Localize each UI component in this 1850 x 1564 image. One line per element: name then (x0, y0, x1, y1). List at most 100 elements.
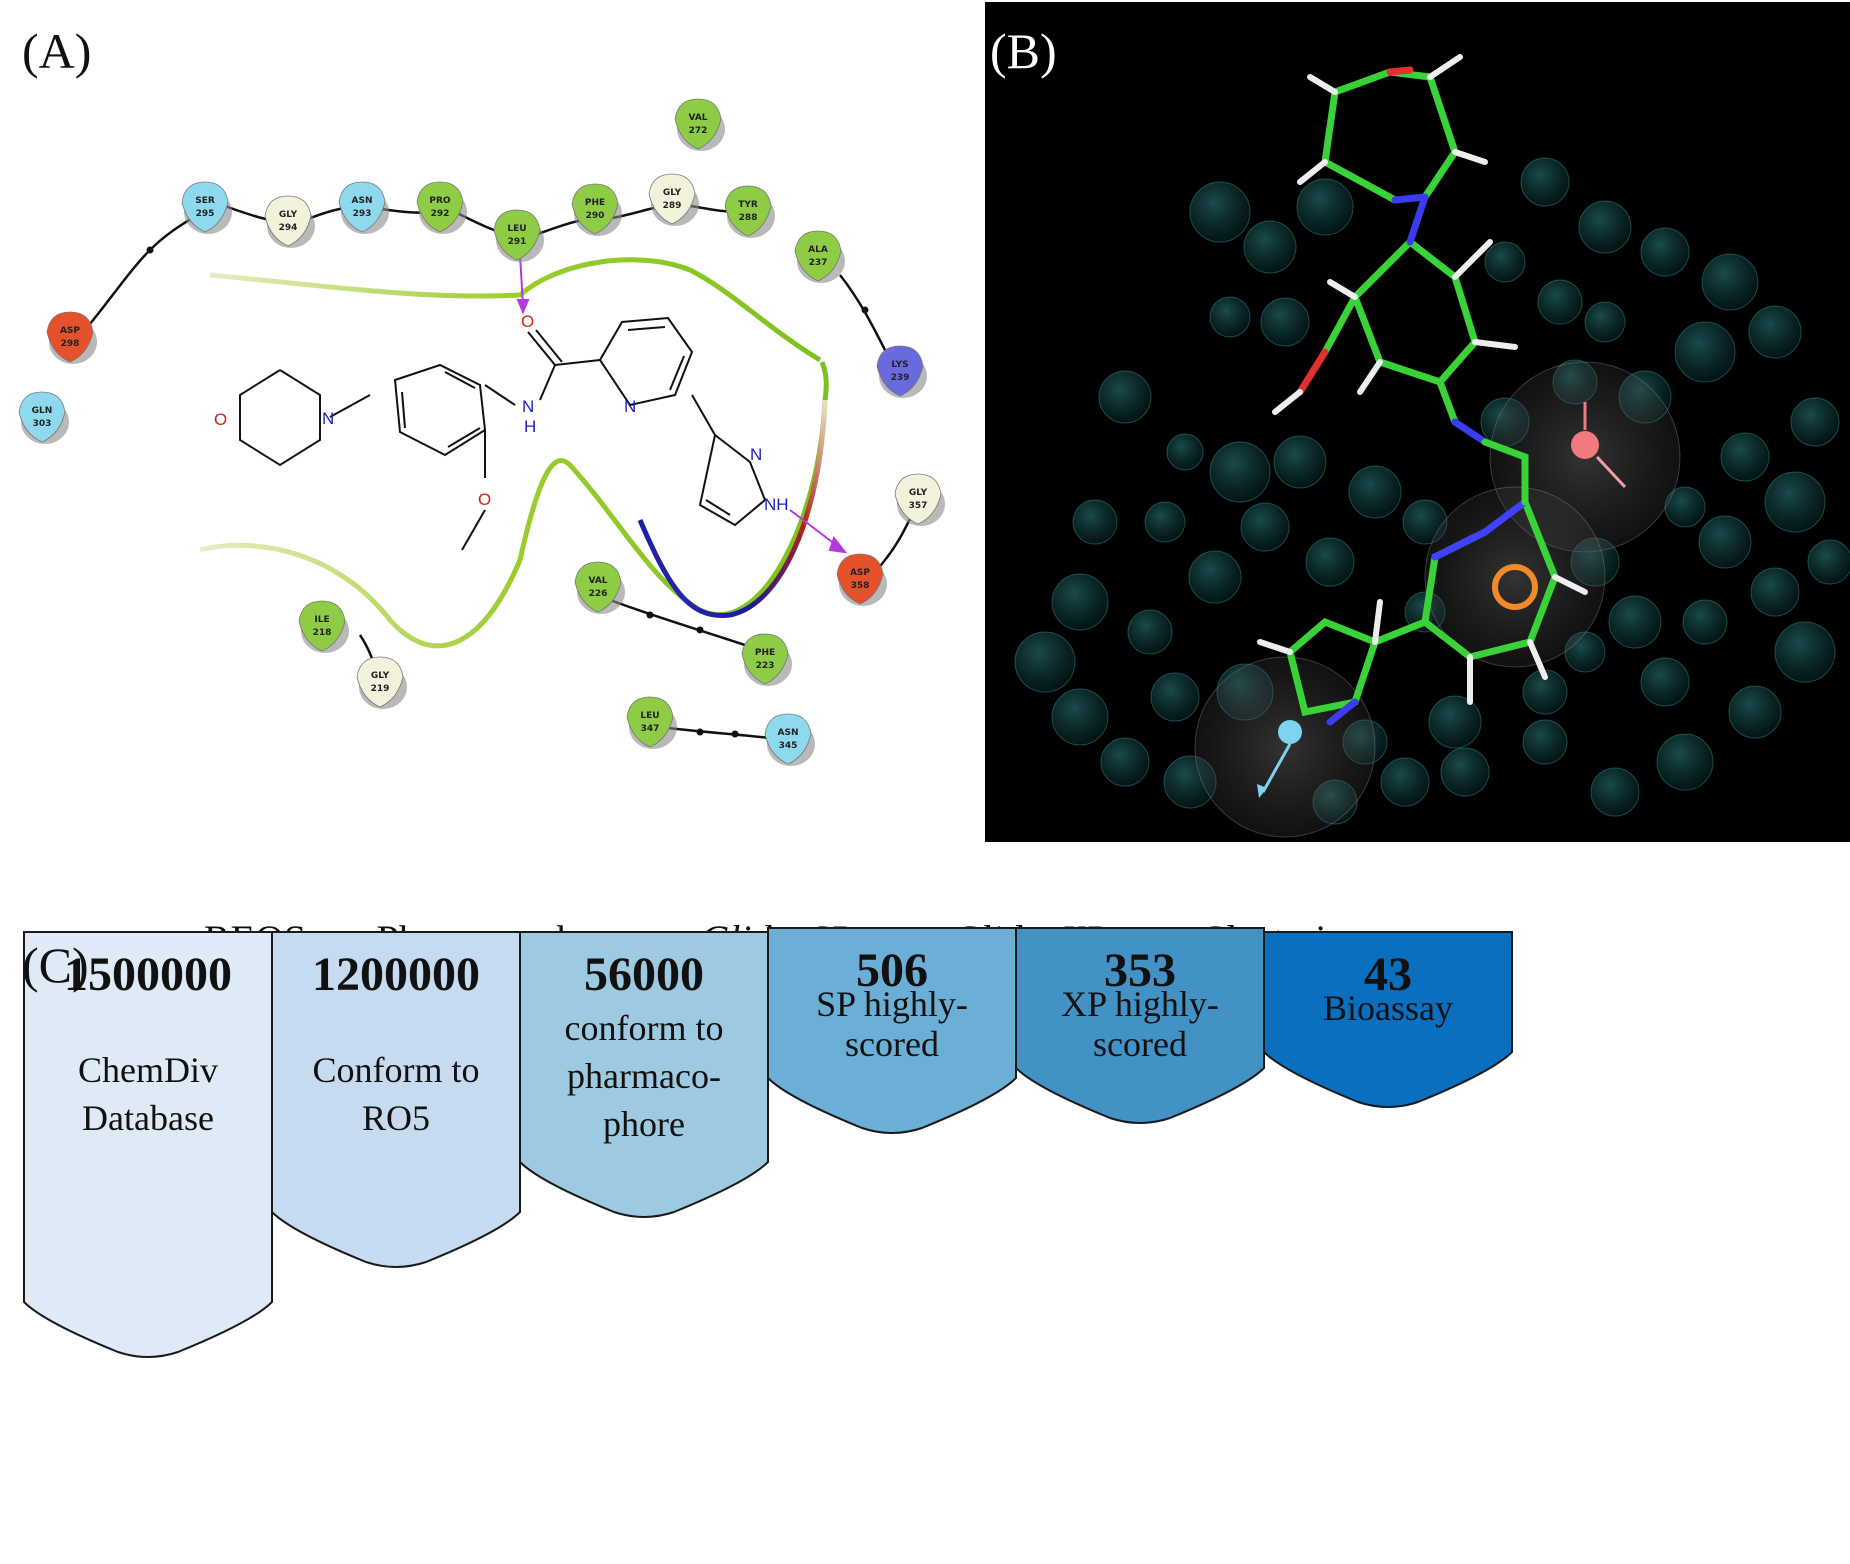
residue-number: 290 (586, 211, 605, 221)
pharmacophore-halos (1194, 361, 1681, 838)
residue-name: PRO (429, 196, 451, 206)
residue-name: LYS (891, 360, 908, 370)
residue-ile-218: ILE 218 (298, 600, 349, 653)
ligand-sticks (1257, 54, 1588, 726)
residue-number: 293 (353, 209, 372, 219)
residue-gly-219: GLY 219 (356, 656, 407, 709)
residue-ser-295: SER 295 (181, 181, 232, 234)
stage-count: 1200000 (312, 948, 480, 1001)
atom-o-carbonyl: O (521, 312, 534, 331)
hbond-arrows (516, 254, 848, 554)
residue-name: GLY (371, 671, 390, 681)
residue-number: 272 (689, 126, 708, 136)
residue-name: ILE (314, 615, 329, 625)
ligand-skeleton (239, 316, 767, 551)
stage-description: ChemDiv (78, 1050, 218, 1090)
residue-name: VAL (688, 113, 707, 123)
atom-n-amide: N (522, 397, 534, 416)
residue-number: 303 (33, 419, 52, 429)
residue-asn-345: ASN 345 (764, 713, 815, 766)
residue-number: 345 (779, 741, 798, 751)
residue-number: 239 (891, 373, 910, 383)
residue-name: GLY (279, 210, 298, 220)
pharmacophore-features (1257, 402, 1627, 798)
residue-name: ASN (352, 196, 373, 206)
residue-name: LEU (640, 711, 659, 721)
residue-number: 219 (371, 684, 390, 694)
stage-count: 43 (1364, 948, 1412, 1001)
residue-name: LEU (507, 224, 526, 234)
residue-number: 357 (909, 501, 928, 511)
stage-description: XP highly- (1061, 984, 1219, 1024)
residue-number: 292 (431, 209, 450, 219)
residue-lys-239: LYS 239 (876, 345, 927, 398)
residue-number: 295 (196, 209, 215, 219)
atom-o-methoxy: O (478, 490, 491, 509)
panel-b-label: (B) (990, 23, 1057, 79)
stage-description: conform to (565, 1008, 724, 1048)
stage-description: scored (1093, 1024, 1187, 1064)
residue-gly-357: GLY 357 (894, 473, 945, 526)
screening-workflow-diagram: REOSfilterPharmacophorefilterGlide_SPdoc… (23, 917, 1513, 1358)
panel-c-label: (C) (22, 937, 89, 993)
residue-number: 226 (589, 589, 608, 599)
residue-name: ASP (850, 568, 870, 578)
residue-asp-298: ASP 298 (46, 311, 97, 364)
backbone-dots (146, 246, 869, 738)
stage-description: Conform to (313, 1050, 480, 1090)
residue-number: 218 (313, 628, 332, 638)
stage-description: pharmaco- (567, 1056, 721, 1096)
panel-a-label: (A) (22, 23, 92, 79)
residue-asn-293: ASN 293 (338, 181, 389, 234)
residue-phe-290: PHE 290 (571, 183, 622, 236)
pharmacophore-3d-view (1014, 54, 1850, 838)
residue-phe-223: PHE 223 (741, 633, 792, 686)
stage-description: Database (82, 1098, 214, 1138)
residue-val-272: VAL 272 (674, 98, 725, 151)
residue-name: VAL (588, 576, 607, 586)
residue-number: 289 (663, 201, 682, 211)
residue-gly-294: GLY 294 (264, 195, 315, 248)
residue-name: GLY (663, 188, 682, 198)
residue-name: SER (195, 196, 215, 206)
atom-nh-pyrazole: NH (764, 495, 789, 514)
residue-gly-289: GLY 289 (648, 173, 699, 226)
residue-number: 347 (641, 724, 660, 734)
residue-number: 294 (279, 223, 298, 233)
residue-name: PHE (585, 198, 605, 208)
stage-description: Bioassay (1323, 988, 1453, 1028)
atom-n-pyridine: N (624, 397, 636, 416)
residue-number: 288 (739, 213, 758, 223)
residue-val-226: VAL 226 (574, 561, 625, 614)
stage-count: 1500000 (64, 948, 232, 1001)
residue-pro-292: PRO 292 (416, 181, 467, 234)
atom-n-pyrazole: N (750, 445, 762, 464)
stage-count: 56000 (584, 948, 704, 1001)
atom-h-amide: H (524, 417, 536, 436)
atom-o-morpholine: O (214, 410, 227, 429)
atom-n-morpholine: N (322, 409, 334, 428)
residue-number: 298 (61, 339, 80, 349)
panel-c-screening-funnel: (C) REOSfilterPharmacophorefilterGlide_S… (0, 900, 1850, 1559)
panel-b-3d-pose: (B) (985, 2, 1850, 842)
panel-a-interaction-diagram: (A) (0, 0, 975, 850)
residue-name: PHE (755, 648, 775, 658)
residue-name: GLY (909, 488, 928, 498)
residue-name: ASN (778, 728, 799, 738)
residue-name: ASP (60, 326, 80, 336)
stage-description: SP highly- (816, 984, 968, 1024)
stage-count: 506 (856, 944, 928, 997)
residue-number: 291 (508, 237, 527, 247)
residue-number: 223 (756, 661, 775, 671)
